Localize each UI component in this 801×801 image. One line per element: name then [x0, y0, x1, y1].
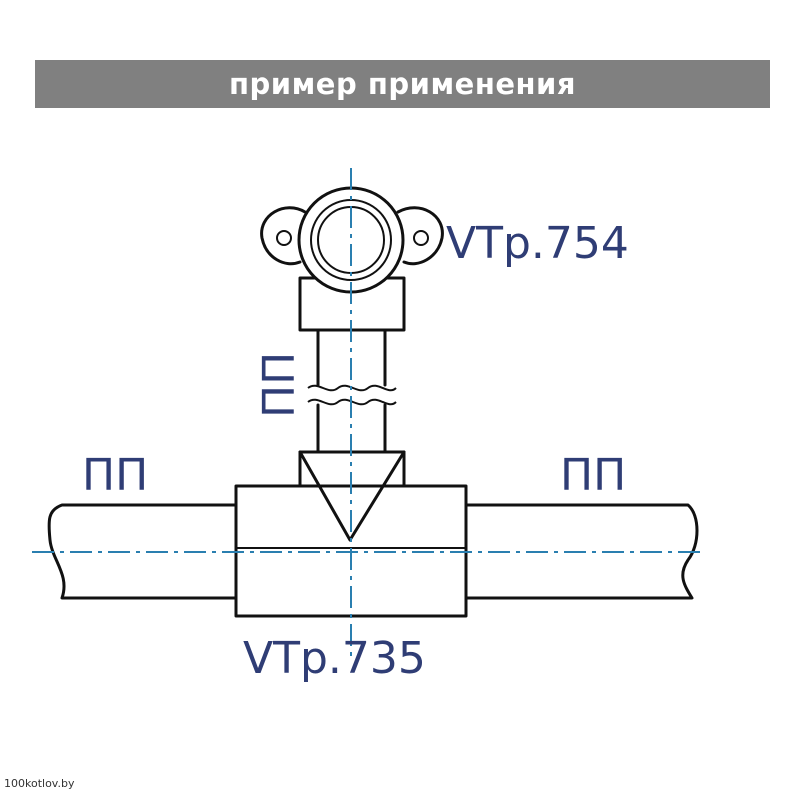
pipe-vertical	[307, 328, 397, 454]
pipe-right	[464, 503, 699, 600]
label-pipe-vertical: ПП	[254, 352, 305, 418]
header-banner: пример применения	[35, 60, 770, 108]
label-vtp754: VTp.754	[446, 218, 629, 269]
pipe-left	[47, 503, 238, 600]
label-pipe-left: ПП	[82, 450, 148, 501]
watermark: 100kotlov.by	[4, 777, 75, 790]
wall-elbow-fitting	[260, 186, 444, 332]
label-vtp735: VTp.735	[243, 633, 426, 684]
label-pipe-right: ПП	[560, 450, 626, 501]
header-title: пример применения	[228, 67, 576, 101]
